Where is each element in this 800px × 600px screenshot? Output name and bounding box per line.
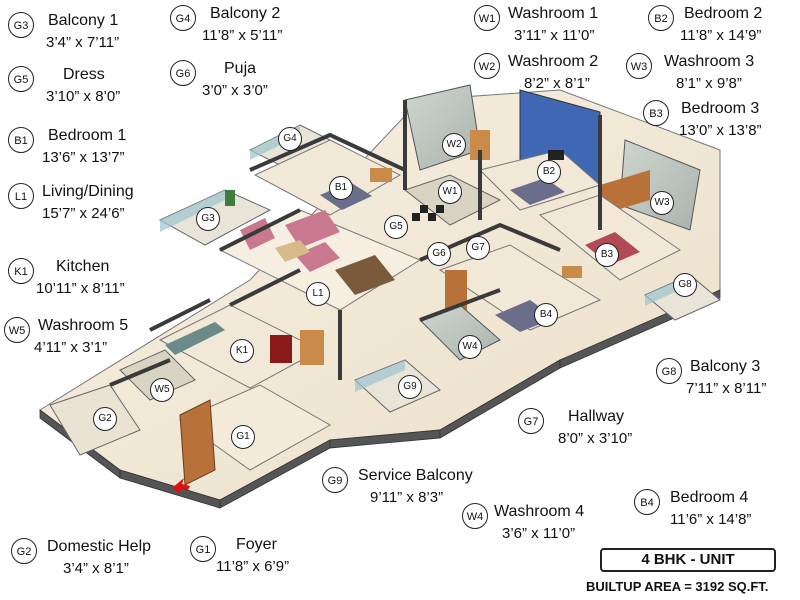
room-code-badge: L1 xyxy=(8,183,34,209)
entrance-arrow-icon xyxy=(172,478,190,494)
room-dimensions: 13’0” x 13’8” xyxy=(679,122,762,139)
room-code-badge: K1 xyxy=(8,258,34,284)
room-code-badge: G3 xyxy=(8,12,34,38)
plan-tag: W4 xyxy=(458,335,482,359)
plan-tag: G9 xyxy=(398,375,422,399)
builtup-area-label: BUILTUP AREA = 3192 SQ.FT. xyxy=(586,579,769,594)
room-name: Kitchen xyxy=(56,258,110,275)
room-code-badge: W1 xyxy=(474,5,500,31)
room-name: Hallway xyxy=(568,408,625,425)
plan-tag: L1 xyxy=(306,282,330,306)
room-foyer xyxy=(178,384,332,486)
room-name: Dress xyxy=(63,66,105,83)
room-dimensions: 7’11” x 8’11” xyxy=(686,380,767,397)
plan-tag: G8 xyxy=(673,273,697,297)
room-code-badge: W5 xyxy=(4,317,30,343)
plan-tag: G4 xyxy=(278,127,302,151)
room-code-badge: W4 xyxy=(462,503,488,529)
plan-tag: G1 xyxy=(231,425,255,449)
room-name: Balcony 3 xyxy=(690,358,761,375)
room-name: Bedroom 1 xyxy=(48,127,127,144)
room-code-badge: G9 xyxy=(322,467,348,493)
plan-tag: K1 xyxy=(230,339,254,363)
room-code-badge: W2 xyxy=(474,53,500,79)
room-dimensions: 11’8” x 5’11” xyxy=(202,27,283,44)
room-code-badge: G1 xyxy=(190,536,216,562)
room-dimensions: 4’11” x 3’1” xyxy=(34,339,108,356)
room-name: Washroom 3 xyxy=(664,53,755,70)
plan-tag: G5 xyxy=(384,215,408,239)
room-dimensions: 13’6” x 13’7” xyxy=(42,149,125,166)
room-name: Service Balcony xyxy=(358,467,473,484)
room-dimensions: 15’7” x 24’6” xyxy=(42,205,125,222)
room-code-badge: W3 xyxy=(626,53,652,79)
plan-tag: G2 xyxy=(93,407,117,431)
room-name: Washroom 4 xyxy=(494,503,585,520)
room-code-badge: G4 xyxy=(170,5,196,31)
room-name: Puja xyxy=(224,60,257,77)
room-dimensions: 8’2” x 8’1” xyxy=(524,75,590,92)
room-name: Foyer xyxy=(236,536,277,553)
plan-tag: W2 xyxy=(442,133,466,157)
room-dimensions: 10’11” x 8’11” xyxy=(36,280,125,297)
plan-tag: G3 xyxy=(196,207,220,231)
room-name: Bedroom 2 xyxy=(684,5,763,22)
plan-tag: G7 xyxy=(466,236,490,260)
room-code-badge: G5 xyxy=(8,66,34,92)
plan-tag: B2 xyxy=(537,160,561,184)
room-name: Bedroom 4 xyxy=(670,489,749,506)
room-dimensions: 8’0” x 3’10” xyxy=(558,430,633,447)
room-dimensions: 9’11” x 8’3” xyxy=(370,489,444,506)
room-dimensions: 3’4” x 7’11” xyxy=(46,34,120,51)
room-name: Balcony 1 xyxy=(48,12,119,29)
plan-tag: W3 xyxy=(650,191,674,215)
room-dimensions: 3’6” x 11’0” xyxy=(502,525,576,542)
room-name: Washroom 2 xyxy=(508,53,599,70)
room-dimensions: 3’0” x 3’0” xyxy=(202,82,268,99)
room-name: Washroom 1 xyxy=(508,5,599,22)
room-code-badge: B3 xyxy=(643,100,669,126)
plan-tag: B3 xyxy=(595,243,619,267)
room-code-badge: B1 xyxy=(8,127,34,153)
room-dimensions: 11’8” x 14’9” xyxy=(680,27,762,44)
room-name: Bedroom 3 xyxy=(681,100,760,117)
room-service-balcony xyxy=(354,359,441,413)
room-code-badge: G8 xyxy=(656,358,682,384)
room-code-badge: G2 xyxy=(11,538,37,564)
plan-tag: W5 xyxy=(150,378,174,402)
plan-tag: B1 xyxy=(329,176,353,200)
room-dimensions: 3’10” x 8’0” xyxy=(46,88,121,105)
room-dimensions: 11’6” x 14’8” xyxy=(670,511,752,528)
room-dimensions: 3’11” x 11’0” xyxy=(514,27,595,44)
plan-tag: G6 xyxy=(427,242,451,266)
room-dimensions: 11’8” x 6’9” xyxy=(216,558,290,575)
room-name: Domestic Help xyxy=(47,538,152,555)
room-code-badge: B4 xyxy=(634,489,660,515)
room-dimensions: 3’4” x 8’1” xyxy=(63,560,129,577)
room-code-badge: G6 xyxy=(170,60,196,86)
room-code-badge: G7 xyxy=(518,408,544,434)
unit-type-label: 4 BHK - UNIT xyxy=(600,548,776,572)
plan-tag: B4 xyxy=(534,303,558,327)
room-code-badge: B2 xyxy=(648,5,674,31)
plan-tag: W1 xyxy=(438,180,462,204)
room-washroom-5 xyxy=(119,349,196,401)
room-dimensions: 8’1” x 9’8” xyxy=(676,75,742,92)
room-name: Living/Dining xyxy=(42,183,134,200)
room-name: Washroom 5 xyxy=(38,317,129,334)
room-name: Balcony 2 xyxy=(210,5,281,22)
